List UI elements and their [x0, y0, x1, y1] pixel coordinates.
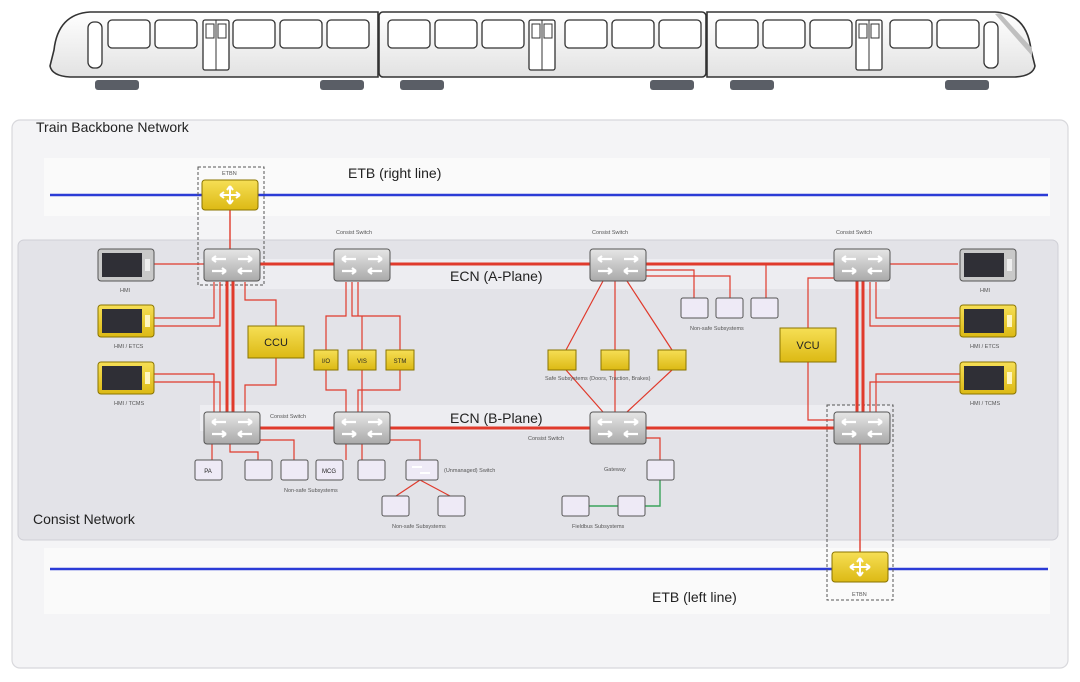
- hmi-left-label: HMI: [120, 288, 131, 294]
- io-label: I/O: [322, 359, 330, 365]
- hmi-monitor-icon: [97, 304, 155, 338]
- unmanaged-switch-icon: [412, 466, 430, 474]
- etb-left-band: [44, 548, 1050, 614]
- switch-icon: [202, 410, 262, 446]
- hmi-tcms-left-label: HMI / TCMS: [114, 401, 144, 407]
- switch-icon: [588, 410, 648, 446]
- switch-label-a3: Consist Switch: [592, 230, 628, 236]
- stm-label: STM: [394, 359, 407, 365]
- gateway-label: Gateway: [604, 467, 626, 473]
- unmanaged-switch-label: (Unmanaged) Switch: [444, 468, 495, 474]
- switch-label-b1: Consist Switch: [270, 414, 306, 420]
- etbn-top-icon: [201, 179, 259, 211]
- hmi-etcs-left-label: HMI / ETCS: [114, 344, 144, 350]
- switch-icon: [832, 410, 892, 446]
- hmi-monitor-icon: [97, 361, 155, 395]
- hmi-etcs-right-label: HMI / ETCS: [970, 344, 1000, 350]
- etbn-bottom-group: [826, 404, 894, 601]
- io-box: [313, 349, 339, 371]
- vcu-label: VCU: [796, 340, 819, 352]
- ccu-label: CCU: [264, 337, 288, 349]
- switch-icon: [332, 247, 392, 283]
- consist-panel: [17, 239, 1059, 541]
- hmi-monitor-icon: [959, 304, 1017, 338]
- switch-label-a4: Consist Switch: [836, 230, 872, 236]
- switch-icon: [588, 247, 648, 283]
- etbn-bottom-label: ETBN: [852, 592, 867, 598]
- etbn-bottom-icon: [831, 551, 889, 583]
- fieldbus-box: [617, 495, 646, 517]
- hmi-monitor-icon: [959, 248, 1017, 282]
- switch-icon: [832, 247, 892, 283]
- safe-subsystem-box: [547, 349, 577, 371]
- consist-title: Consist Network: [33, 511, 136, 527]
- vis-label: VIS: [357, 359, 367, 365]
- etbn-top-group: [197, 166, 265, 286]
- ecn-a-label: ECN (A-Plane): [450, 268, 543, 284]
- non-safe-left-label: Non-safe Subsystems: [284, 488, 338, 494]
- safe-subsystems-label: Safe Subsystems (Doors, Traction, Brakes…: [545, 376, 651, 382]
- vis-box: [347, 349, 377, 371]
- mcg-label: MCG: [322, 469, 336, 475]
- non-safe-bottom-label: Non-safe Subsystems: [392, 524, 446, 530]
- switch-icon: [202, 247, 262, 283]
- switch-label-b3: Consist Switch: [528, 436, 564, 442]
- non-safe-top-group: [680, 297, 779, 319]
- etbn-top-label: ETBN: [222, 171, 237, 177]
- etb-right-band: [44, 158, 1050, 216]
- safe-subsystem-box: [600, 349, 630, 371]
- safe-subsystem-box: [657, 349, 687, 371]
- etb-right-label: ETB (right line): [348, 165, 441, 181]
- switch-icon: [332, 410, 392, 446]
- ecn-b-label: ECN (B-Plane): [450, 410, 543, 426]
- fieldbus-label: Fieldbus Subsystems: [572, 524, 625, 530]
- ccu-box: [247, 325, 305, 359]
- gateway-box: [646, 459, 675, 481]
- pa-label: PA: [204, 469, 212, 475]
- backbone-title: Train Backbone Network: [36, 119, 190, 135]
- unmanaged-switch-box: [405, 459, 439, 481]
- hmi-tcms-right-label: HMI / TCMS: [970, 401, 1000, 407]
- non-safe-left-group: [194, 459, 309, 481]
- hmi-monitor-icon: [959, 361, 1017, 395]
- non-safe-top-label: Non-safe Subsystems: [690, 326, 744, 332]
- fieldbus-link: [645, 480, 661, 507]
- stm-box: [385, 349, 415, 371]
- vcu-box: [779, 327, 837, 363]
- fieldbus-box: [561, 495, 590, 517]
- hmi-monitor-icon: [97, 248, 155, 282]
- train-icon: [49, 11, 1036, 90]
- hmi-right-label: HMI: [980, 288, 991, 294]
- switch-label-a2: Consist Switch: [336, 230, 372, 236]
- etb-left-label: ETB (left line): [652, 589, 737, 605]
